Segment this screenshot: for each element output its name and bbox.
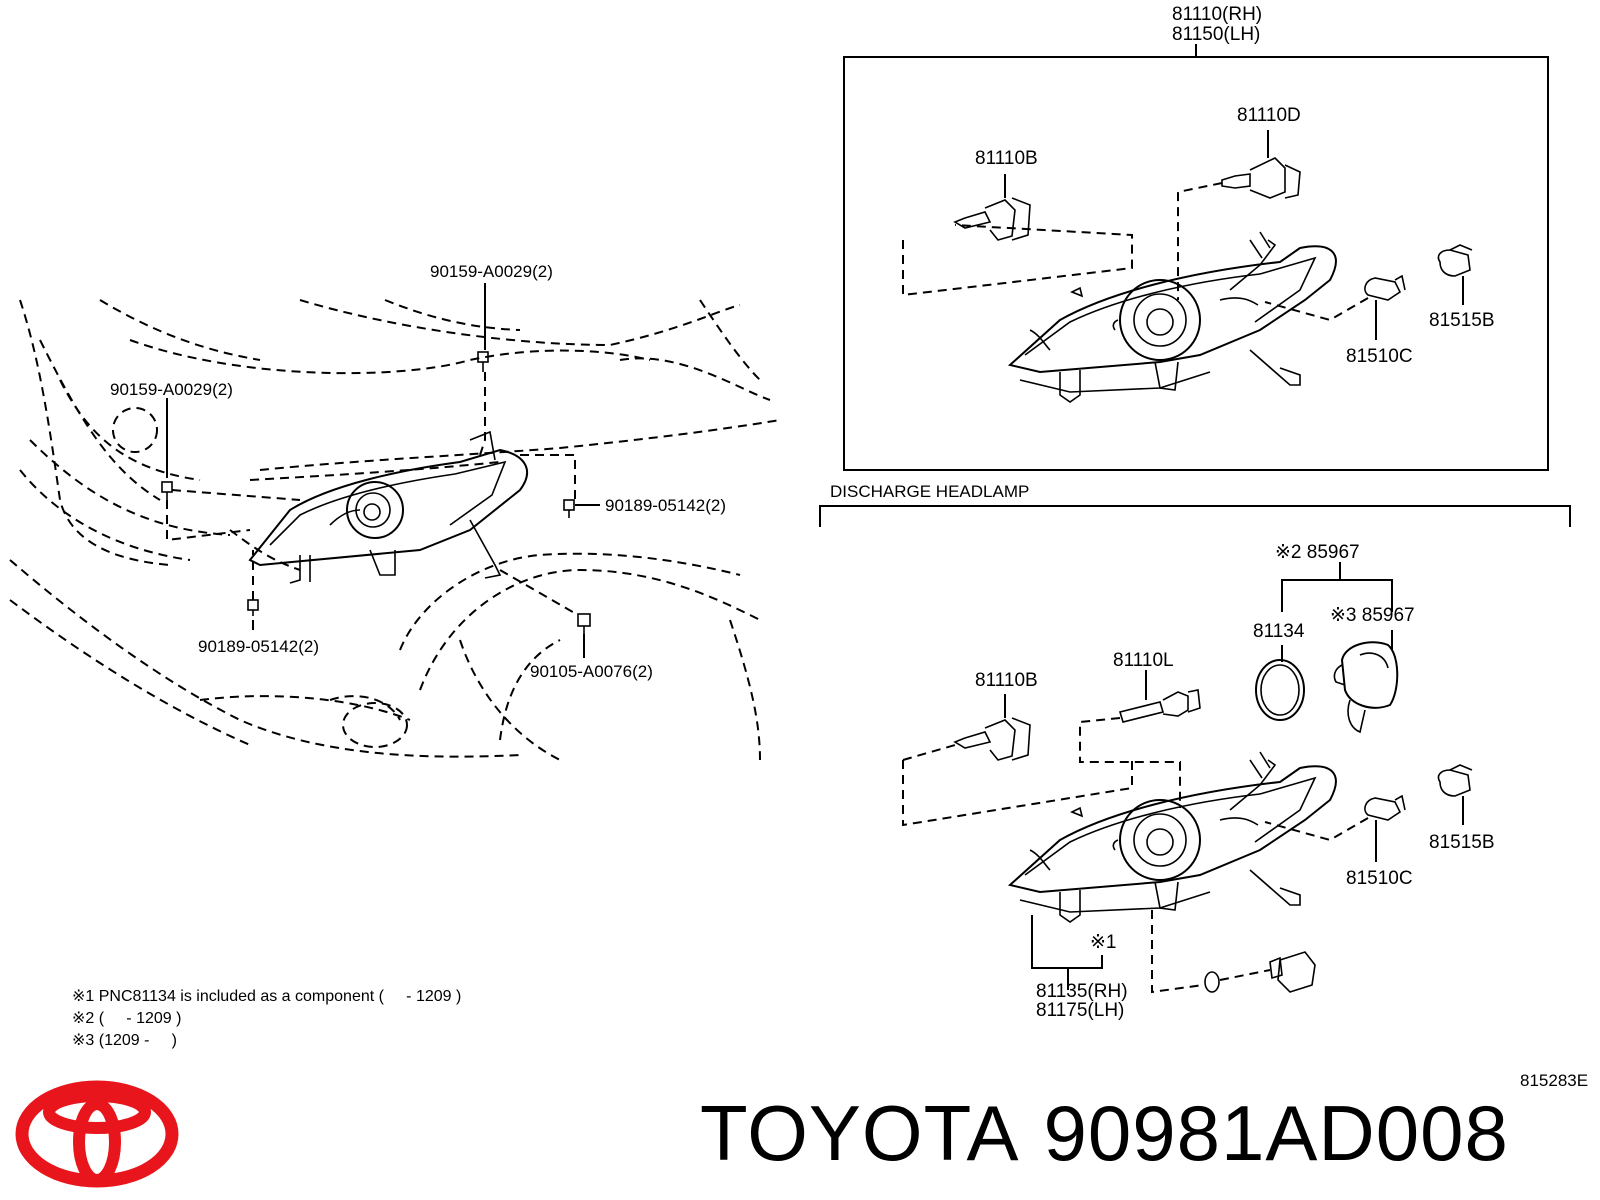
- headlamp-unit-standard: [1007, 231, 1337, 403]
- part-labels: 81110(RH) 81150(LH) 81110B 81110D 81515B…: [110, 4, 1495, 1021]
- label-81134: 81134: [1253, 621, 1305, 642]
- screw-icon: [247, 599, 259, 616]
- label-81110d: 81110D: [1237, 105, 1301, 126]
- headlamp-in-vehicle: [248, 430, 529, 584]
- brand-part-number: 90981AD008: [1043, 1089, 1509, 1177]
- label-screw-right: 90189-05142(2): [605, 496, 726, 515]
- label-81135-rh: 81135(RH): [1036, 981, 1128, 1002]
- vehicle-leaders: [166, 283, 600, 658]
- label-81110b-bottom: 81110B: [975, 670, 1038, 691]
- bolt-icon: [577, 613, 591, 634]
- bulb-81110b-bottom: [902, 694, 1133, 827]
- assembly-box-standard: [843, 44, 1549, 471]
- vehicle-front-outline: [9, 299, 781, 761]
- bulb-81510c-bottom: [1264, 794, 1406, 862]
- label-note2-part: ※2 85967: [1275, 542, 1360, 563]
- footnote-1: ※1 PNC81134 is included as a component (…: [72, 988, 461, 1005]
- label-81110l: 81110L: [1113, 650, 1174, 671]
- label-bolt-fender: 90105-A0076(2): [530, 662, 653, 681]
- assembly-lh-label: 81150(LH): [1172, 24, 1260, 45]
- part-85967-leaders: [1281, 562, 1393, 662]
- label-81510c-bottom: 81510C: [1346, 868, 1413, 889]
- assembly-rh-label: 81110(RH): [1172, 4, 1262, 25]
- label-81175-lh: 81175(LH): [1036, 1000, 1124, 1021]
- bolt-icon: [161, 481, 173, 500]
- bulb-81510c-top: [1264, 274, 1406, 340]
- label-note1-mark: ※1: [1090, 932, 1117, 953]
- label-note3-part: ※3 85967: [1330, 605, 1415, 626]
- note1-leaders: [1031, 915, 1103, 990]
- label-81110b-top: 81110B: [975, 148, 1038, 169]
- toyota-logo: [15, 1080, 179, 1188]
- label-81510c-top: 81510C: [1346, 346, 1413, 367]
- leveler-motor: [1151, 910, 1316, 994]
- label-81515b-top: 81515B: [1429, 310, 1495, 331]
- bulb-81110d-top: [1177, 130, 1301, 300]
- label-screw-bottom: 90189-05142(2): [198, 637, 319, 656]
- socket-81515b-top: [1437, 244, 1473, 305]
- socket-81515b-bottom: [1437, 764, 1473, 825]
- footnote-3: ※3 (1209 - ): [72, 1032, 177, 1049]
- section-title: DISCHARGE HEADLAMP: [830, 482, 1029, 501]
- footnotes: ※1 PNC81134 is included as a component (…: [72, 988, 461, 1049]
- screw-icon: [563, 499, 575, 518]
- label-bolt-left: 90159-A0029(2): [110, 380, 233, 399]
- figure-id: 815283E: [1520, 1071, 1588, 1090]
- headlamp-unit-discharge: [1007, 751, 1337, 923]
- brand-name: TOYOTA: [700, 1089, 1020, 1177]
- bulb-81110b-top: [902, 174, 1133, 297]
- footnote-2: ※2 ( - 1209 ): [72, 1010, 181, 1027]
- gasket-81134: [1255, 659, 1305, 721]
- bolt-icon: [477, 351, 489, 372]
- cover-85967: [1333, 641, 1399, 734]
- label-bolt-top: 90159-A0029(2): [430, 262, 553, 281]
- discharge-section-bracket: [819, 505, 1571, 527]
- bulb-81110l: [1079, 670, 1201, 808]
- label-81515b-bottom: 81515B: [1429, 832, 1495, 853]
- brand-caption: TOYOTA 90981AD008: [700, 1088, 1533, 1179]
- vehicle-fasteners: [161, 351, 591, 634]
